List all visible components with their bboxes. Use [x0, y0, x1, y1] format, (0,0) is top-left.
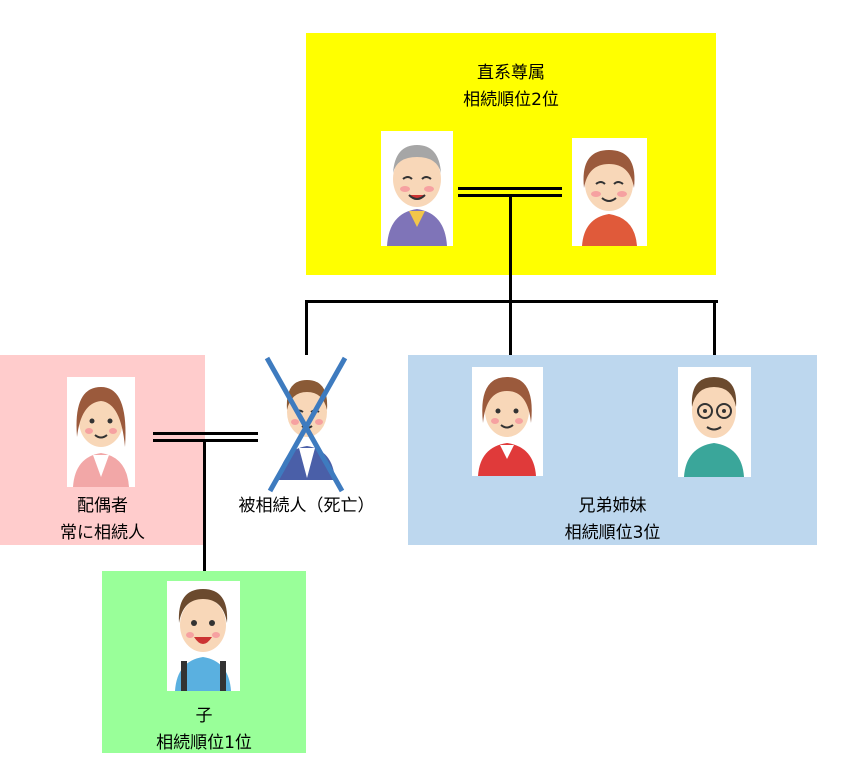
spouse-marriage-line-top [153, 432, 258, 435]
spouse-rank: 常に相続人 [60, 523, 145, 543]
deceased-cross-icon [264, 356, 348, 493]
ascendants-title: 直系尊属 [477, 63, 545, 83]
grandmother-illustration [572, 138, 647, 246]
deceased-title: 被相続人（死亡） [238, 496, 375, 516]
brother-illustration [678, 367, 751, 477]
ascendants-label: 直系尊属 相続順位2位 [306, 60, 716, 114]
deceased-branch-line [305, 300, 308, 355]
spouse-label: 配偶者 常に相続人 [0, 493, 205, 547]
siblings-rank: 相続順位3位 [564, 523, 661, 543]
spouse-illustration [67, 377, 135, 487]
brother-branch-line [713, 300, 716, 355]
parents-descent-line [509, 194, 512, 355]
deceased-label: 被相続人（死亡） [205, 493, 408, 520]
siblings-title: 兄弟姉妹 [578, 496, 647, 516]
child-descent-line [203, 439, 206, 571]
siblings-label: 兄弟姉妹 相続順位3位 [408, 493, 817, 547]
siblings-horizontal-line [305, 300, 718, 303]
child-illustration [167, 581, 240, 691]
children-title: 子 [195, 706, 213, 726]
spouse-title: 配偶者 [77, 496, 128, 516]
parents-marriage-line-top [458, 187, 562, 190]
children-label: 子 相続順位1位 [102, 703, 306, 757]
ascendants-rank: 相続順位2位 [463, 90, 559, 110]
grandfather-illustration [381, 131, 453, 246]
children-rank: 相続順位1位 [156, 733, 252, 753]
sister-illustration [472, 367, 543, 476]
